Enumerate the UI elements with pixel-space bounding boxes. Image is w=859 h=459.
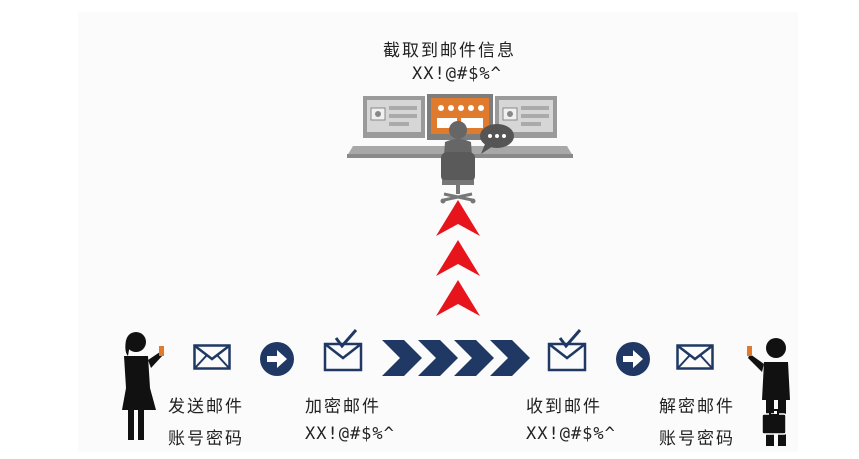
envelope-icon xyxy=(676,344,714,370)
step-encrypt-line1: 加密邮件 xyxy=(305,397,381,417)
man-with-briefcase-icon xyxy=(747,338,790,446)
step-decrypt-line2: 账号密码 xyxy=(659,429,735,449)
step-send-line1: 发送邮件 xyxy=(168,397,244,417)
step-send-line2: 账号密码 xyxy=(168,429,244,449)
envelope-checked-icon xyxy=(323,329,363,372)
hacker-at-computers-icon xyxy=(347,94,573,204)
intercept-cipher: XX!@#$%^ xyxy=(412,64,502,84)
intercept-title: 截取到邮件信息 xyxy=(383,41,516,61)
red-chevron-up-icon xyxy=(436,200,480,316)
chevron-arrows-icon xyxy=(382,340,530,376)
arrow-circle-icon xyxy=(616,342,650,376)
step-encrypt-line2: XX!@#$%^ xyxy=(305,424,395,444)
step-receive-line1: 收到邮件 xyxy=(526,397,602,417)
step-receive-line2: XX!@#$%^ xyxy=(526,424,616,444)
diagram-canvas xyxy=(78,12,798,452)
envelope-icon xyxy=(193,344,231,370)
step-decrypt-line1: 解密邮件 xyxy=(659,397,735,417)
arrow-circle-icon xyxy=(260,342,294,376)
envelope-checked-icon xyxy=(547,329,587,372)
woman-with-phone-icon xyxy=(122,332,164,440)
